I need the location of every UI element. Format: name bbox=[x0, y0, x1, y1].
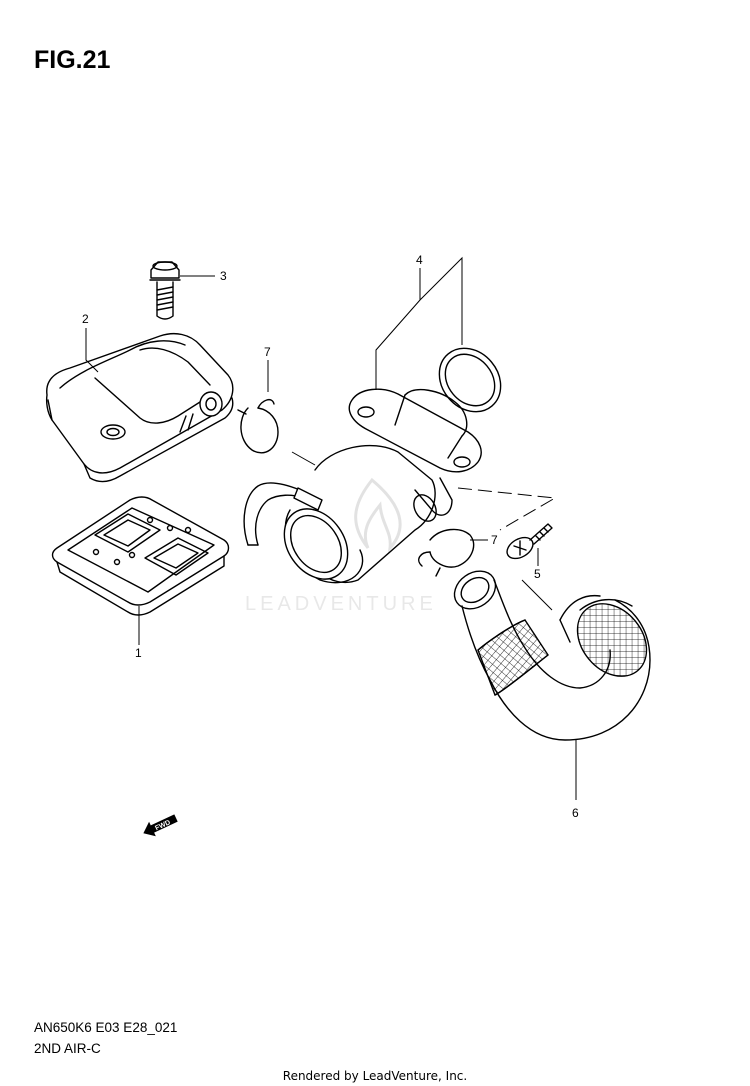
rendered-by: Rendered by LeadVenture, Inc. bbox=[282, 1069, 468, 1083]
watermark-flame-icon bbox=[354, 477, 402, 553]
leader-dash-3 bbox=[521, 579, 553, 611]
callout-7-upper[interactable]: 7 bbox=[264, 345, 271, 359]
part-6-hose bbox=[453, 570, 651, 741]
part-4-valve bbox=[243, 388, 482, 584]
part-1-plate bbox=[51, 496, 230, 616]
callout-6[interactable]: 6 bbox=[572, 806, 579, 820]
part-5-screw bbox=[506, 523, 553, 560]
callout-5[interactable]: 5 bbox=[534, 567, 541, 581]
figure-code: AN650K6 E03 E28_021 bbox=[34, 1020, 178, 1035]
part-7-clip-lower bbox=[418, 528, 475, 577]
leader-2 bbox=[85, 328, 99, 373]
figure-title: FIG.21 bbox=[34, 46, 111, 74]
watermark: LEADVENTURE bbox=[245, 477, 437, 615]
part-7-clip-upper bbox=[237, 398, 279, 454]
callout-7-lower[interactable]: 7 bbox=[491, 533, 498, 547]
watermark-text: LEADVENTURE bbox=[245, 593, 437, 615]
callout-4[interactable]: 4 bbox=[416, 253, 423, 267]
leader-dash-2 bbox=[457, 487, 557, 531]
part-2-cover bbox=[45, 333, 234, 483]
leader-4 bbox=[375, 256, 463, 390]
fwd-label: FWD bbox=[154, 819, 171, 832]
part-3-bolt bbox=[149, 261, 181, 320]
leader-lines bbox=[85, 256, 577, 800]
callout-1[interactable]: 1 bbox=[135, 646, 142, 660]
callout-3[interactable]: 3 bbox=[220, 269, 227, 283]
part-4-o-ring bbox=[438, 347, 502, 413]
leader-dash-1 bbox=[291, 451, 316, 466]
fwd-arrow-icon: FWD bbox=[143, 814, 178, 837]
callout-2[interactable]: 2 bbox=[82, 312, 89, 326]
figure-name: 2ND AIR-C bbox=[34, 1041, 101, 1056]
